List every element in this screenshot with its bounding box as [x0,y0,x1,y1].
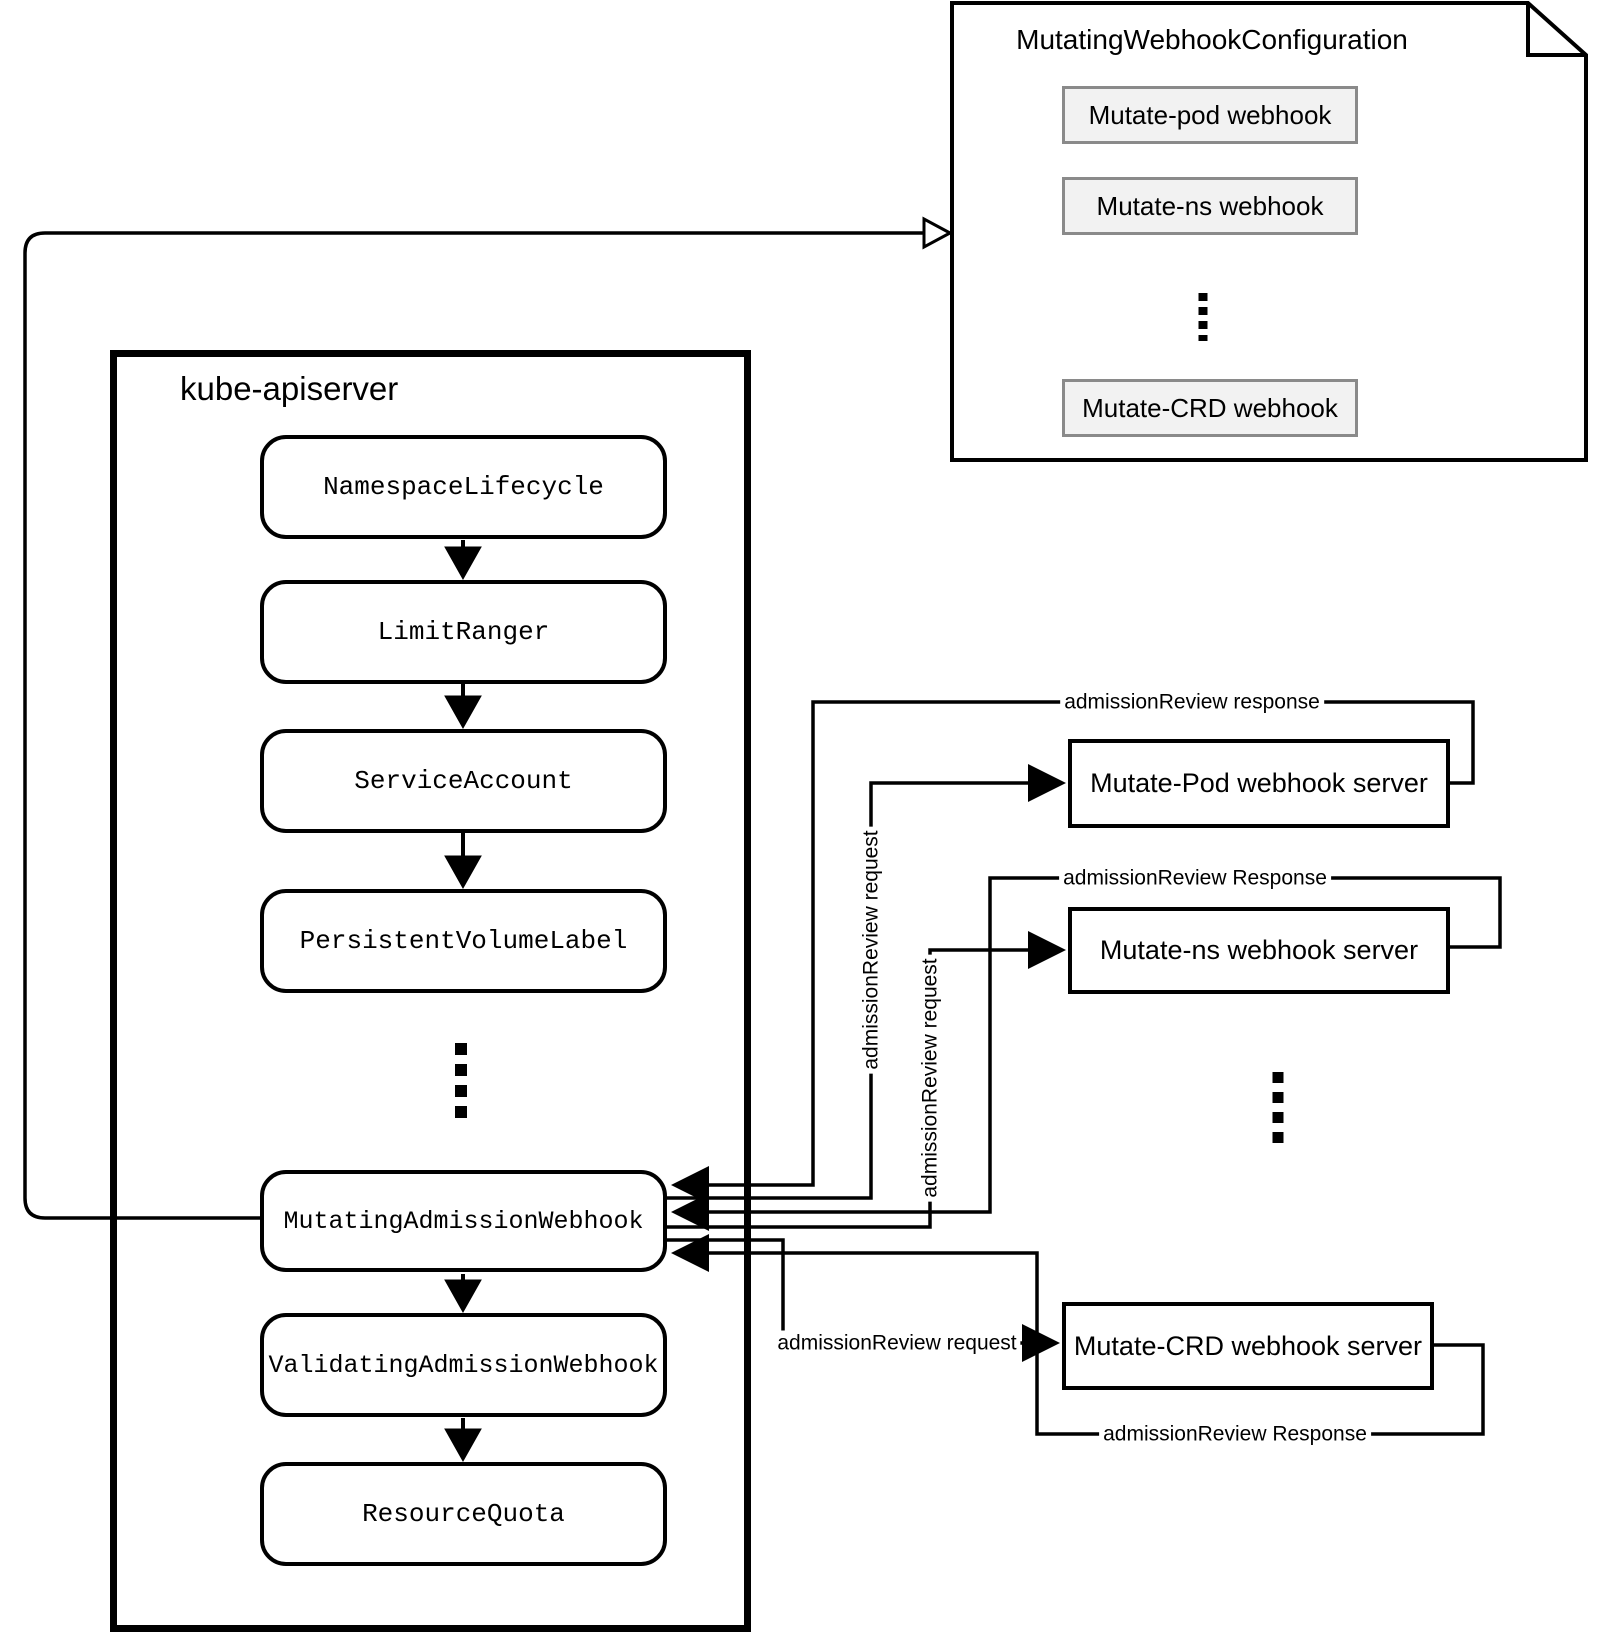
config-entry-mutate-pod: Mutate-pod webhook [1062,86,1358,144]
label-ns-admission-review-request: admissionReview request [917,954,943,1202]
server-mutate-pod: Mutate-Pod webhook server [1068,739,1450,828]
kube-apiserver-container [110,350,751,1632]
label-ns-admission-review-response: admissionReview Response [1059,865,1331,891]
plugin-service-account: ServiceAccount [260,729,667,833]
plugin-mutating-admission-webhook: MutatingAdmissionWebhook [260,1170,667,1272]
label-crd-admission-review-request: admissionReview request [773,1330,1021,1356]
lookup-connector [23,216,954,1220]
server-mutate-ns: Mutate-ns webhook server [1068,907,1450,994]
config-entry-mutate-crd: Mutate-CRD webhook [1062,379,1358,437]
plugin-persistent-volume-label: PersistentVolumeLabel [260,889,667,993]
plugin-limit-ranger: LimitRanger [260,580,667,684]
label-crd-admission-review-response: admissionReview Response [1099,1421,1371,1447]
plugin-namespace-lifecycle: NamespaceLifecycle [260,435,667,539]
server-mutate-crd: Mutate-CRD webhook server [1062,1302,1434,1390]
plugin-chain-arrows [444,540,482,1463]
config-entry-mutate-ns: Mutate-ns webhook [1062,177,1358,235]
kube-apiserver-title: kube-apiserver [180,370,399,407]
webhook-configuration-title: MutatingWebhookConfiguration [1016,24,1408,55]
plugin-validating-admission-webhook: ValidatingAdmissionWebhook [260,1313,667,1417]
open-arrowhead-icon [922,216,954,250]
plugin-resource-quota: ResourceQuota [260,1462,667,1566]
label-pod-admission-review-request: admissionReview request [858,826,884,1074]
label-pod-admission-review-response: admissionReview response [1060,689,1324,715]
